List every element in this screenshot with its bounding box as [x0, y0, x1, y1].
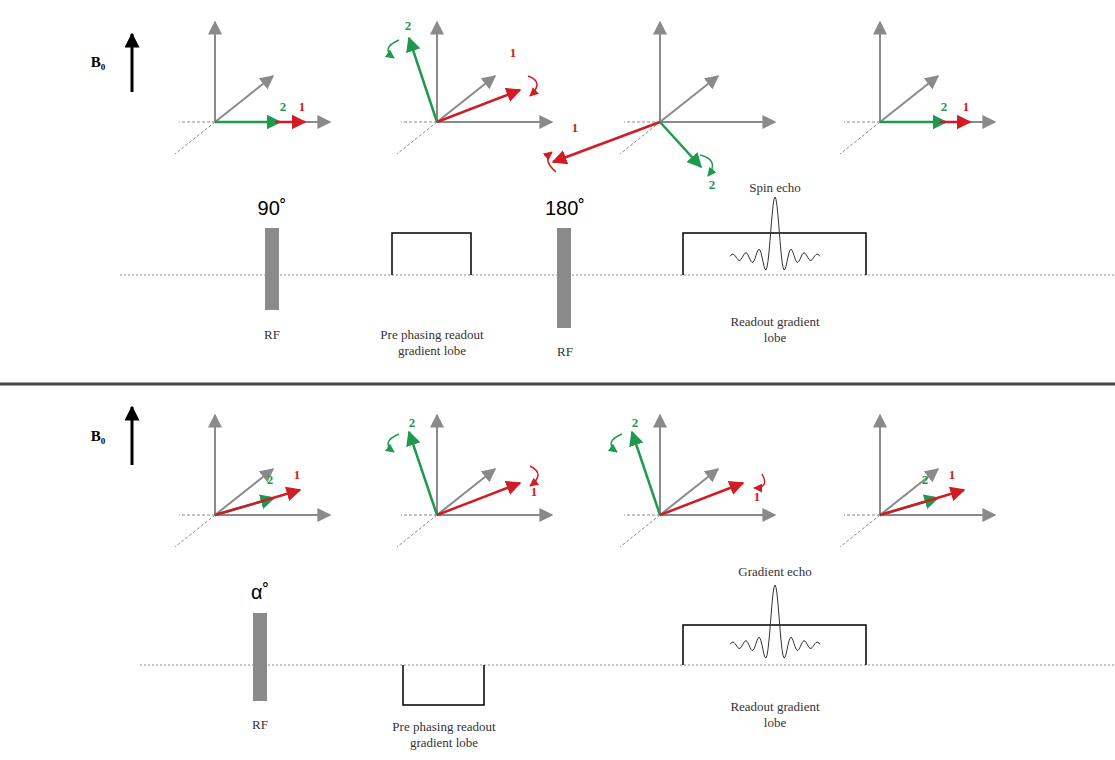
- illustration-stroke: [700, 155, 713, 176]
- gradient-label: Readout gradient lobe: [720, 699, 830, 730]
- magnetization-vectors: [215, 38, 970, 515]
- gradient-lobe: [392, 233, 471, 275]
- vector-number: 2: [922, 472, 929, 488]
- illustration-stroke: [880, 121, 946, 124]
- vector-number: 2: [409, 415, 416, 431]
- vector-number: 1: [949, 467, 956, 483]
- illustration-stroke: [175, 22, 330, 154]
- illustration-stroke: [620, 415, 775, 547]
- illustration-stroke: [548, 152, 556, 172]
- illustration-stroke: [840, 415, 995, 547]
- echo-label: Gradient echo: [738, 564, 811, 580]
- illustration-stroke: [940, 121, 970, 124]
- vector-number: 1: [963, 99, 970, 115]
- vector-number: 2: [941, 99, 948, 115]
- illustration-stroke: [660, 122, 701, 167]
- gradient-label: Pre phasing readout gradient lobe: [389, 719, 499, 750]
- gradient-lobe: [683, 625, 866, 665]
- vector-number: 2: [405, 18, 412, 34]
- rf-label: RF: [264, 327, 280, 343]
- vector-number: 1: [299, 99, 306, 115]
- gradient-label: Readout gradient lobe: [720, 314, 830, 345]
- rf-label: RF: [557, 344, 573, 360]
- flip-angle: 90˚: [258, 196, 287, 220]
- b0-label: B₀: [91, 427, 106, 445]
- illustration-stroke: [840, 22, 995, 154]
- illustration-stroke: [632, 432, 660, 515]
- illustration-stroke: [437, 483, 520, 515]
- vector-number: 2: [709, 177, 716, 193]
- gradient-lobe: [683, 233, 866, 275]
- vector-number: 1: [294, 467, 301, 483]
- vector-number: 2: [632, 415, 639, 431]
- rf-pulse: [265, 228, 279, 310]
- illustration-stroke: [388, 40, 399, 58]
- gradient-label: Pre phasing readout gradient lobe: [377, 327, 487, 358]
- illustration-stroke: [215, 490, 300, 515]
- illustration-stroke: [530, 466, 538, 486]
- illustration-stroke: [437, 90, 520, 122]
- rf-label: RF: [252, 717, 268, 733]
- illustration-stroke: [215, 121, 280, 124]
- rf-pulse: [253, 613, 267, 701]
- illustration-stroke: [409, 38, 437, 122]
- vector-number: 2: [267, 472, 274, 488]
- vector-number: 2: [280, 99, 287, 115]
- flip-angle: 180˚: [545, 196, 585, 220]
- illustration-stroke: [754, 474, 765, 488]
- illustration-stroke: [388, 434, 399, 452]
- illustration-stroke: [611, 434, 622, 452]
- illustration-stroke: [620, 22, 775, 154]
- illustration-stroke: [660, 483, 743, 515]
- illustration-stroke: [553, 122, 660, 162]
- vector-number: 1: [510, 45, 517, 61]
- echo-signal: [730, 197, 820, 270]
- illustration-stroke: [275, 121, 305, 124]
- b0-arrow: [131, 34, 134, 92]
- b0-label: B₀: [91, 53, 106, 71]
- flip-angle: α˚: [251, 580, 269, 604]
- illustration-stroke: [409, 432, 437, 515]
- vector-number: 1: [572, 120, 579, 136]
- gradient-lobe: [403, 665, 484, 705]
- panel-divider: [0, 383, 1115, 386]
- time-axis: [140, 665, 1115, 666]
- vector-number: 1: [754, 489, 761, 505]
- illustration-stroke: [397, 415, 552, 547]
- illustration-stroke: [880, 490, 964, 515]
- illustration-stroke: [175, 415, 330, 547]
- echo-signal: [730, 585, 820, 658]
- rf-pulse: [557, 228, 571, 328]
- b0-arrow: [131, 407, 134, 465]
- vector-number: 1: [531, 484, 538, 500]
- echo-label: Spin echo: [749, 180, 801, 196]
- illustration-stroke: [528, 76, 537, 96]
- illustration-stroke: [397, 22, 552, 154]
